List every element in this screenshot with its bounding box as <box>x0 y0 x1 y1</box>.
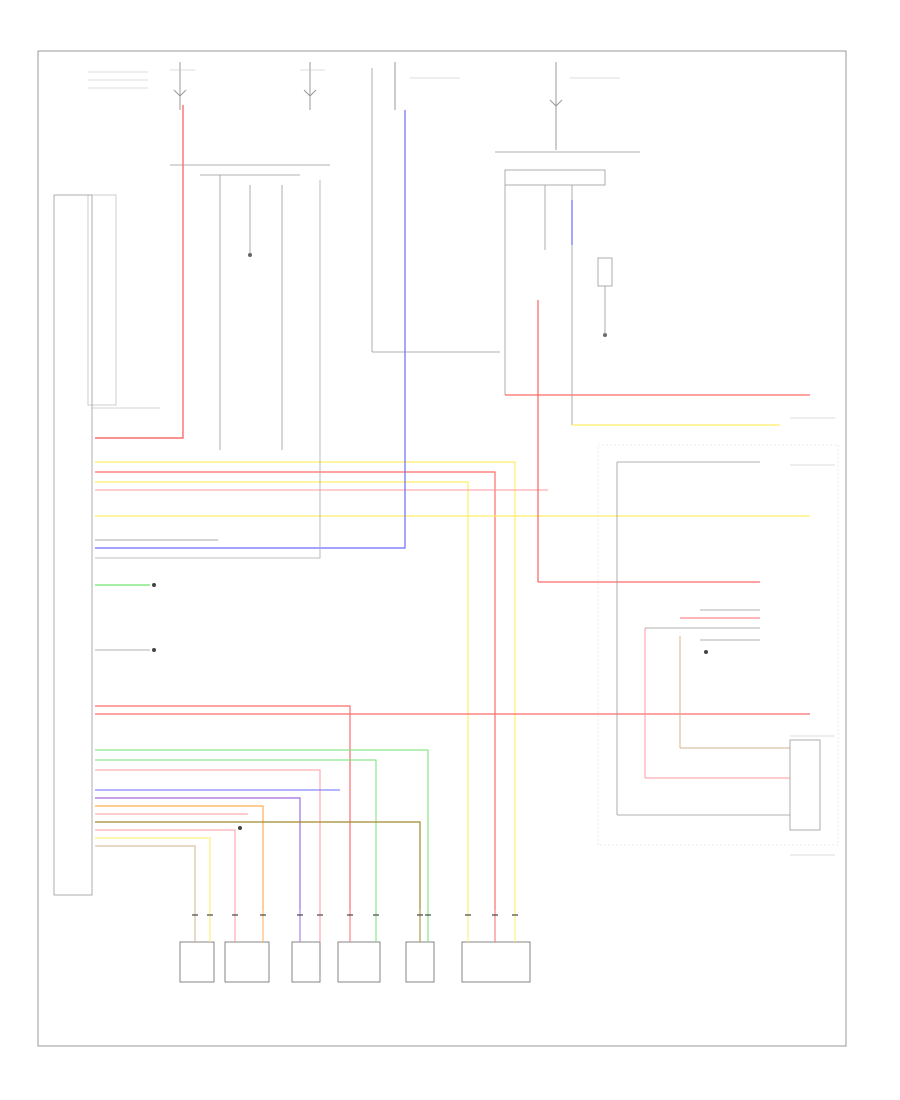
ground-point-mid <box>238 826 242 830</box>
diagram-frame <box>37 50 847 1047</box>
wire-green-2 <box>95 759 377 910</box>
right-module <box>505 300 835 856</box>
wire-pink-2 <box>95 769 321 910</box>
wire-yellow-1 <box>95 461 516 910</box>
wire-blue-1 <box>95 170 406 549</box>
sensor-2 <box>291 910 381 983</box>
wire-red-2 <box>95 471 496 910</box>
power-source-2 <box>300 62 325 110</box>
ecu-block <box>53 194 160 896</box>
module-boundary <box>597 444 839 846</box>
relay-left <box>200 174 300 450</box>
sensor-1 <box>179 910 270 983</box>
power-source-1 <box>88 62 195 110</box>
wire-grey-2 <box>95 180 321 559</box>
relay-right <box>504 169 613 425</box>
ground-stub-2 <box>95 648 156 652</box>
wire-olive-1 <box>95 821 421 910</box>
ground-stub-1 <box>95 583 156 587</box>
sensor-4 <box>461 910 531 983</box>
wire-yellow-3 <box>95 837 211 910</box>
wire-pink-long <box>95 705 351 910</box>
wire-orange-1 <box>95 805 264 910</box>
wire-yellow-2 <box>95 481 469 910</box>
wire-green-1 <box>95 749 429 910</box>
wire-purple-1 <box>95 797 301 910</box>
wire-pink-4 <box>95 829 236 910</box>
sensor-3 <box>405 910 435 983</box>
power-source-4 <box>549 62 620 150</box>
wire-red-top <box>95 105 184 439</box>
power-source-3 <box>371 62 500 353</box>
wire-tan-1 <box>95 845 196 910</box>
